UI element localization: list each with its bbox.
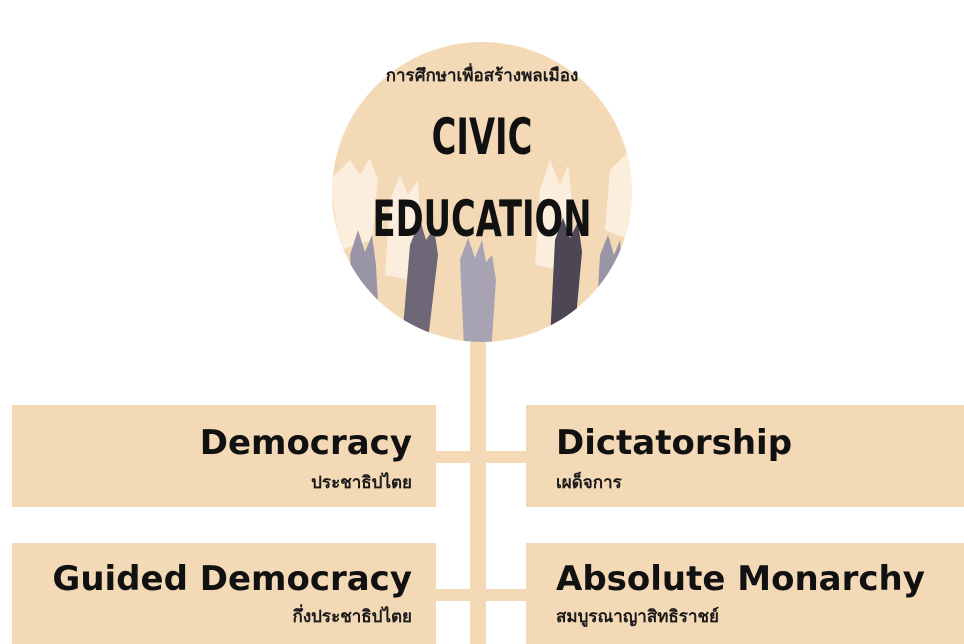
node-label-en: Absolute Monarchy — [556, 559, 925, 599]
node-label-th: ประชาธิปไตย — [311, 473, 412, 493]
civic-education-emblem — [310, 40, 654, 384]
node-label-th: สมบูรณาญาสิทธิราชย์ — [556, 607, 719, 627]
title-education: EDUCATION — [372, 190, 592, 248]
node-label-th: เผด็จการ — [556, 473, 622, 493]
node-democracy: Democracy ประชาธิปไตย — [12, 405, 436, 507]
node-label-th: กึ่งประชาธิปไตย — [292, 607, 412, 627]
node-dictatorship: Dictatorship เผด็จการ — [526, 405, 964, 507]
title-civic: CIVIC — [431, 108, 533, 166]
node-label-en: Democracy — [199, 423, 412, 463]
connector-trunk — [470, 330, 486, 644]
subtitle-thai: การศึกษาเพื่อสร้างพลเมือง — [385, 66, 579, 86]
node-label-en: Dictatorship — [556, 423, 793, 463]
node-guided-democracy: Guided Democracy กึ่งประชาธิปไตย — [12, 543, 436, 644]
raised-hands-illustration — [332, 42, 632, 342]
connector-branch-lower — [430, 589, 530, 601]
connector-branch-upper — [430, 451, 530, 463]
node-label-en: Guided Democracy — [52, 559, 412, 599]
node-absolute-monarchy: Absolute Monarchy สมบูรณาญาสิทธิราชย์ — [526, 543, 964, 644]
